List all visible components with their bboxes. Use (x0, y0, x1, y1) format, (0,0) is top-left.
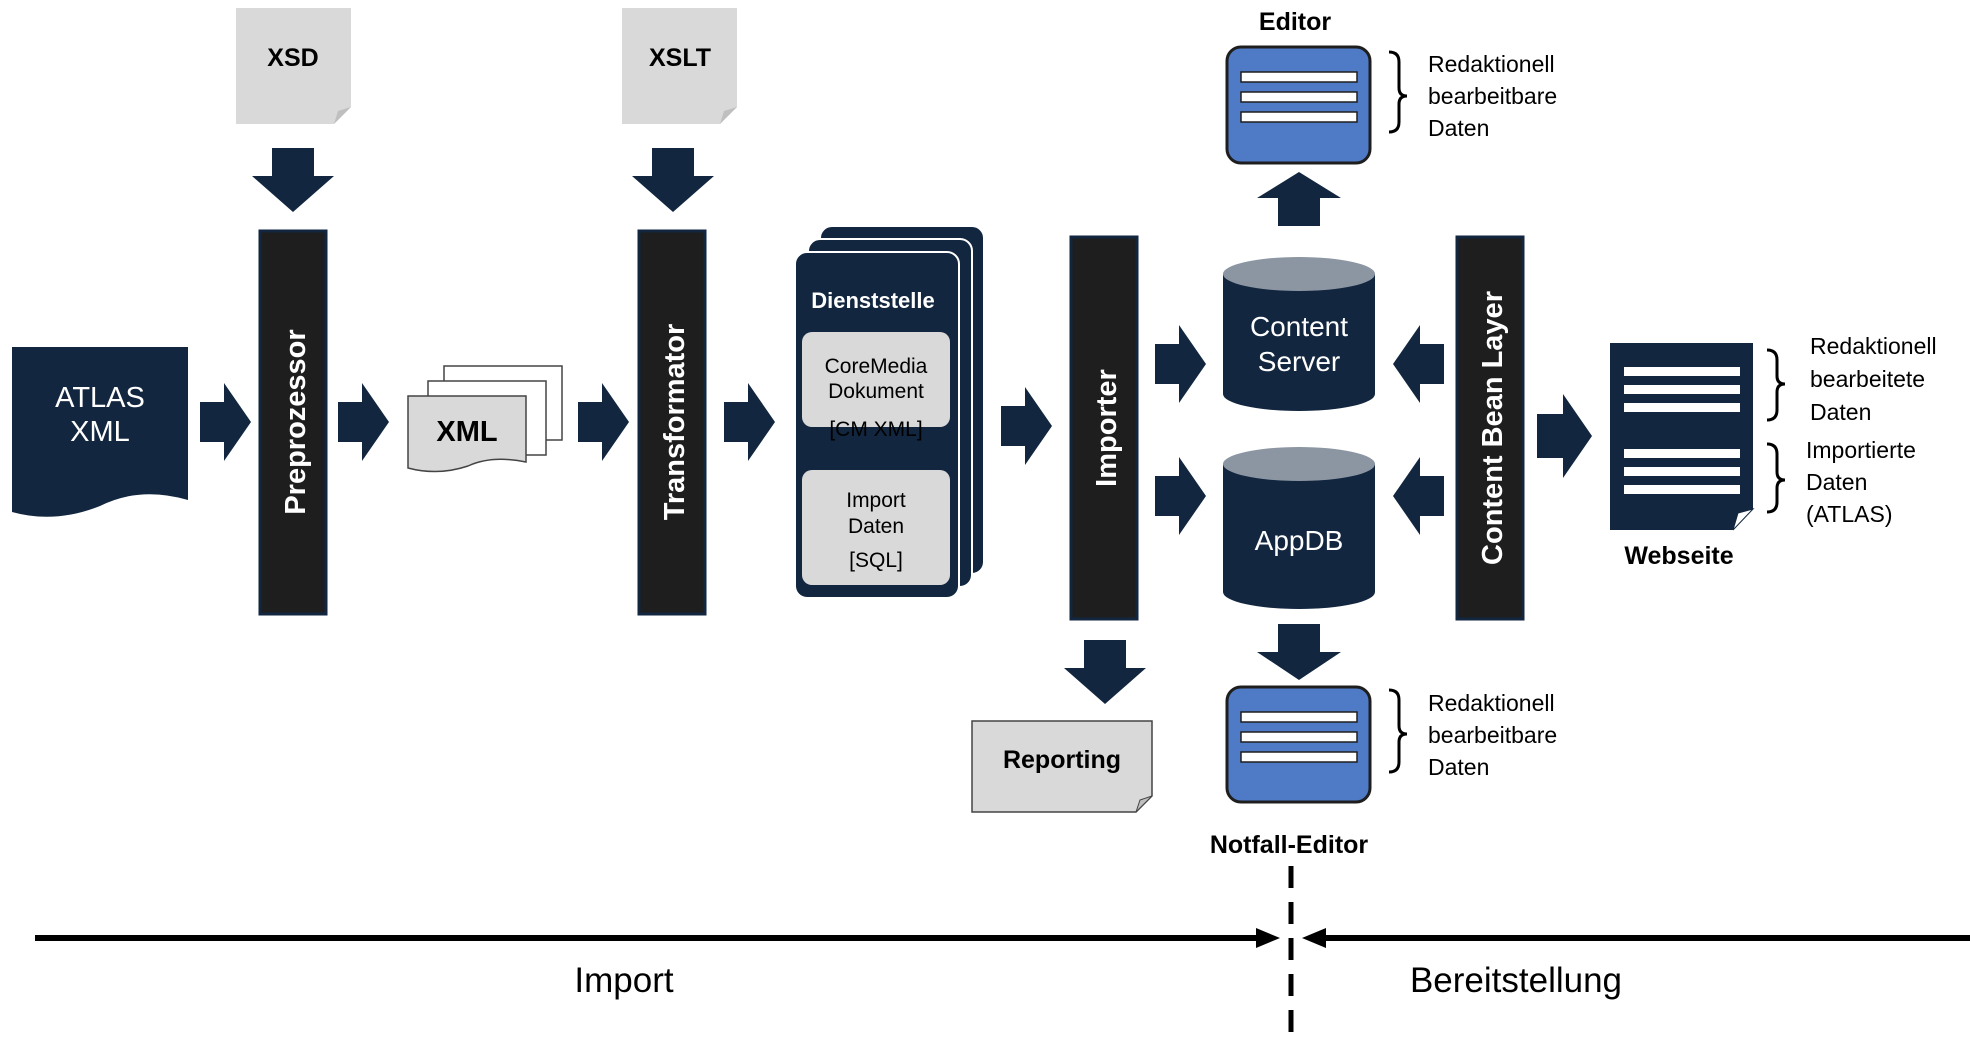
preprozessor-label: Preprozessor (280, 329, 312, 514)
coremedia-line2: Dokument (828, 380, 924, 403)
webseite-bottom-brace (1766, 442, 1786, 514)
xml-label: XML (436, 416, 497, 448)
arrow-importer-to-reporting (1064, 640, 1146, 704)
xslt-down-arrow (632, 148, 714, 212)
webseite-top-brace (1766, 348, 1786, 422)
editor-title: Editor (1259, 8, 1331, 36)
dienststelle-title: Dienststelle (811, 288, 935, 313)
arrow-xml-to-transformator (578, 383, 629, 461)
atlas-label-line2: XML (70, 416, 130, 448)
content-server-line1: Content (1250, 311, 1348, 342)
web-bottom-annotation-line2: Daten (1806, 469, 1867, 495)
arrow-importer-to-content-server (1155, 325, 1206, 403)
xsd-down-arrow (252, 148, 334, 212)
reporting-document: Reporting (971, 720, 1153, 813)
atlas-label-line1: ATLAS (55, 382, 145, 414)
atlas-xml-document: ATLAS XML (12, 347, 188, 517)
dienststelle-stack: Dienststelle CoreMedia Dokument [CM XML]… (794, 225, 985, 599)
arrow-atlas-to-preprozessor (200, 383, 251, 461)
content-server-database: Content Server (1223, 257, 1375, 411)
coremedia-document-box (802, 332, 950, 427)
editor-annotation-line2: bearbeitbare (1428, 83, 1557, 109)
arrow-content-bean-layer-to-webseite (1537, 394, 1592, 478)
content-bean-layer-bar: Content Bean Layer (1455, 235, 1525, 621)
xsd-document: XSD (236, 8, 351, 124)
xslt-document: XSLT (622, 8, 737, 124)
notfall-editor-window: Notfall-Editor (1210, 685, 1372, 859)
bereitstellung-phase-label: Bereitstellung (1410, 961, 1622, 1000)
appdb-database: AppDB (1223, 447, 1375, 609)
notfall-brace (1388, 688, 1408, 774)
notfall-annotation-line1: Redaktionell (1428, 690, 1555, 716)
arrow-transformator-to-dienststelle (724, 383, 775, 461)
import-data-line2: Daten (848, 515, 904, 538)
transformator-label: Transformator (659, 324, 691, 521)
import-phase-label: Import (574, 961, 673, 1000)
editor-annotation-line3: Daten (1428, 115, 1489, 141)
arrow-importer-to-appdb (1155, 457, 1206, 535)
phase-timeline: Import Bereitstellung (35, 866, 1970, 1041)
web-bottom-annotation-line1: Importierte (1806, 437, 1916, 463)
preprozessor-bar: Preprozessor (258, 229, 328, 616)
notfall-editor-title: Notfall-Editor (1210, 831, 1369, 859)
editor-annotation: Redaktionell bearbeitbare Daten (1428, 51, 1557, 141)
arrow-preprozessor-to-xml (338, 383, 389, 461)
coremedia-line1: CoreMedia (825, 355, 928, 378)
arrow-content-server-to-editor (1257, 172, 1341, 226)
appdb-label: AppDB (1255, 525, 1344, 556)
importer-label: Importer (1091, 369, 1123, 487)
arrow-content-bean-layer-to-appdb (1393, 457, 1444, 535)
xml-document-stack: XML (407, 365, 563, 473)
coremedia-line3: [CM XML] (829, 418, 922, 441)
content-bean-layer-label: Content Bean Layer (1477, 291, 1509, 565)
editor-brace (1388, 50, 1408, 134)
arrow-appdb-to-notfall-editor (1257, 624, 1341, 680)
web-top-annotation-line1: Redaktionell (1810, 333, 1937, 359)
reporting-label: Reporting (1003, 746, 1121, 774)
webseite-document: Webseite (1610, 343, 1755, 570)
web-bottom-annotation-line3: (ATLAS) (1806, 501, 1892, 527)
arrow-content-bean-layer-to-content-server (1393, 325, 1444, 403)
editor-annotation-line1: Redaktionell (1428, 51, 1555, 77)
web-top-annotation-line3: Daten (1810, 399, 1871, 425)
import-data-line1: Import (846, 489, 906, 512)
bereitstellung-phase-arrowhead (1302, 928, 1326, 948)
notfall-annotation-line2: bearbeitbare (1428, 722, 1557, 748)
notfall-annotation: Redaktionell bearbeitbare Daten (1428, 690, 1557, 780)
webseite-bottom-annotation: Importierte Daten (ATLAS) (1806, 437, 1916, 527)
import-data-box (802, 470, 950, 585)
import-phase-arrowhead (1256, 928, 1280, 948)
xsd-label: XSD (267, 44, 318, 72)
arrow-dienststelle-to-importer (1001, 387, 1052, 465)
transformator-bar: Transformator (637, 229, 707, 616)
web-top-annotation-line2: bearbeitete (1810, 366, 1925, 392)
webseite-top-annotation: Redaktionell bearbeitete Daten (1810, 333, 1937, 425)
webseite-label: Webseite (1624, 542, 1733, 570)
importer-bar: Importer (1069, 235, 1139, 621)
editor-window: Editor (1225, 8, 1372, 165)
flow-arrows (200, 325, 1592, 535)
content-server-line2: Server (1258, 346, 1340, 377)
import-data-line3: [SQL] (849, 549, 903, 572)
notfall-annotation-line3: Daten (1428, 754, 1489, 780)
xslt-label: XSLT (649, 44, 711, 72)
